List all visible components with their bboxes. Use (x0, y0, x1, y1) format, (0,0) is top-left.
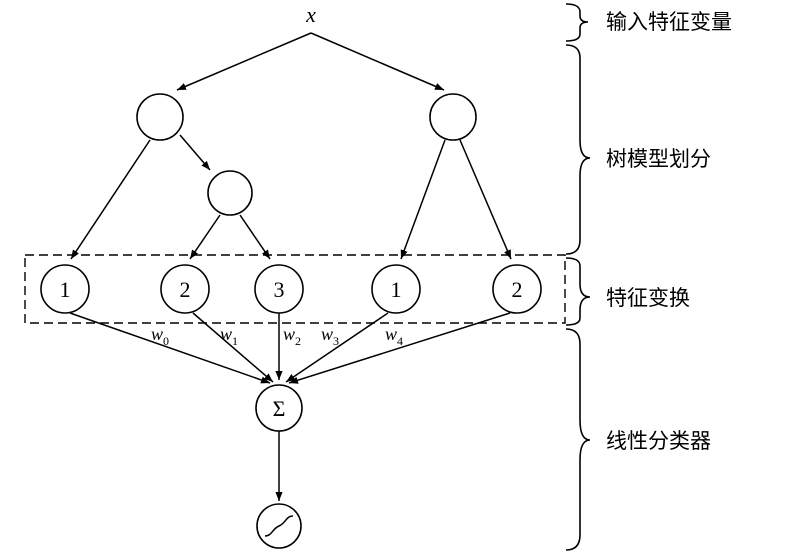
brace-linear-classifier (565, 328, 591, 551)
stage-label-input-features: 输入特征变量 (606, 10, 732, 34)
leaf-label-t1-1: 1 (60, 277, 71, 302)
leaf-label-t2-2: 2 (512, 277, 523, 302)
leaf-label-t1-2: 2 (180, 277, 191, 302)
edge-leaf-to-sum-0 (69, 312, 271, 384)
edge-t1-root-to-inner (179, 134, 211, 171)
edge-t2-root-to-leaf2 (459, 139, 512, 260)
edge-x-to-right-root (310, 32, 445, 91)
weight-label-3: w3 (321, 324, 339, 348)
edge-leaf-to-sum-3 (285, 312, 389, 383)
leaf-node-t1-1 (40, 264, 90, 314)
edge-t1-inner-to-leaf2 (189, 214, 221, 260)
stage-label-feature-transform: 特征变换 (606, 286, 690, 310)
feature-transform-box (24, 254, 566, 324)
leaf-node-t2-1 (371, 264, 421, 314)
edge-leaf-to-sum-4 (288, 312, 511, 384)
brace-feature-transform (565, 257, 591, 326)
stage-label-tree-partition: 树模型划分 (606, 147, 711, 171)
leaf-label-t2-1: 1 (391, 277, 402, 302)
sum-symbol: Σ (273, 396, 286, 421)
leaf-node-t1-2 (160, 264, 210, 314)
weight-label-4: w4 (385, 324, 403, 348)
tree2-root-node (429, 93, 477, 141)
leaf-label-t1-3: 3 (274, 277, 285, 302)
edge-t2-root-to-leaf1 (400, 139, 446, 260)
leaf-node-t2-2 (492, 264, 542, 314)
brace-tree-partition (565, 44, 591, 255)
edge-t1-inner-to-leaf3 (239, 214, 271, 260)
sigmoid-icon (264, 515, 294, 537)
edge-t1-root-to-leaf1 (70, 139, 151, 260)
brace-input-features (565, 3, 589, 42)
stage-label-linear-classifier: 线性分类器 (606, 429, 711, 453)
edge-leaf-to-sum-1 (192, 312, 274, 383)
weight-label-1: w1 (220, 324, 238, 348)
weight-label-2: w2 (283, 324, 301, 348)
tree1-inner-node (207, 170, 253, 216)
tree1-root-node (136, 93, 184, 141)
input-variable-label: x (305, 2, 316, 27)
weight-label-0: w0 (151, 324, 169, 348)
edge-x-to-left-root (176, 32, 312, 91)
